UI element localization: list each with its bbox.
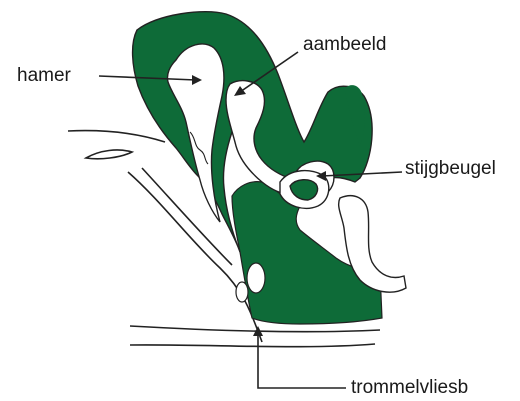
label-aambeeld: aambeeld — [303, 35, 386, 54]
canal-inner-fold — [86, 150, 132, 159]
lower-ossicle-2 — [236, 282, 248, 302]
label-stijgbeugel: stijgbeugel — [405, 159, 496, 178]
canal-upper-line — [68, 131, 165, 142]
lower-ossicle-1 — [247, 263, 265, 293]
label-hamer: hamer — [17, 66, 71, 85]
eardrum-line-lower — [130, 344, 375, 347]
eardrum-line-upper — [130, 326, 380, 332]
label-trommelvlies: trommelvliesb — [351, 378, 468, 397]
trommelvlies-pointer-line — [258, 334, 346, 388]
